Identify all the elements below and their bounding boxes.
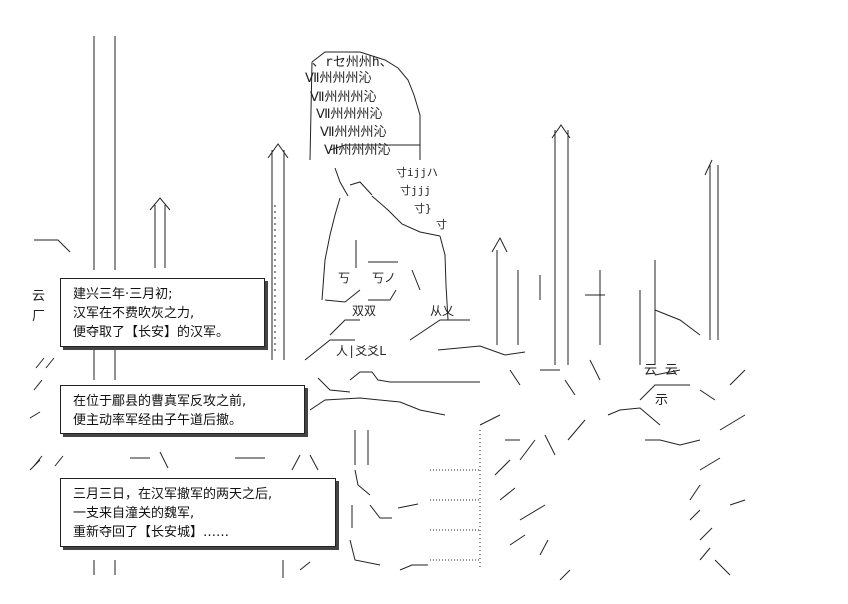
right-sign: 云 云 bbox=[644, 363, 678, 378]
face-text-line: 寸} bbox=[414, 201, 432, 215]
hat-text-line: Ⅶ州州州沁 bbox=[324, 143, 391, 158]
character-face-text: 寸ijjハ 寸jjj 寸} 寸 bbox=[396, 165, 447, 231]
background-columns bbox=[93, 36, 719, 575]
narration-line: 在位于郿县的曹真军反攻之前, bbox=[73, 394, 247, 409]
narration-line: 便夺取了【长安】的汉军。 bbox=[73, 325, 230, 340]
narration-line: 重新夺回了【长安城】…… bbox=[73, 525, 230, 540]
face-text-line: 寸 bbox=[436, 217, 447, 231]
character-eyes-text: 丂 丂ノ 双双 从乂 bbox=[338, 271, 454, 318]
hat-text-line: 、rセ州州h、 bbox=[312, 55, 393, 70]
character-hat-text: 、rセ州州h、 Ⅶ州州州沁 Ⅶ州州州沁 Ⅶ州州州沁 Ⅶ州州州沁 Ⅶ州州州沁 Ⅶ州… bbox=[305, 55, 393, 158]
face-text-line: 寸jjj bbox=[400, 183, 431, 197]
right-sign-text: 云 云 示 bbox=[644, 363, 678, 408]
left-sign: 云 bbox=[32, 289, 45, 304]
eye-text: 双双 bbox=[352, 304, 376, 318]
hat-text-line: Ⅶ州州州沁 bbox=[305, 71, 372, 86]
right-sign: 示 bbox=[655, 393, 668, 408]
eye-text: 从乂 bbox=[430, 304, 454, 318]
character-face bbox=[304, 167, 526, 361]
eye-text: 丂 bbox=[338, 271, 350, 285]
eye-text: 丂ノ bbox=[372, 271, 396, 285]
narration-line: 一支来自潼关的魏军, bbox=[73, 506, 195, 521]
hat-text-line: Ⅶ州州州沁 bbox=[310, 90, 377, 105]
narration-line: 建兴三年·三月初; bbox=[73, 287, 173, 302]
mouth-text: 人|爻爻L bbox=[336, 344, 386, 358]
face-text-line: 寸ijjハ bbox=[396, 165, 438, 179]
narration-line: 便主动率军经由子午道后撤。 bbox=[73, 413, 243, 428]
narration-box: 建兴三年·三月初; 汉军在不费吹灰之力, 便夺取了【长安】的汉军。 bbox=[60, 278, 265, 347]
narration-box: 三月三日，在汉军撤军的两天之后, 一支来自潼关的魏军, 重新夺回了【长安城】…… bbox=[60, 478, 336, 547]
narration-box: 在位于郿县的曹真军反攻之前, 便主动率军经由子午道后撤。 bbox=[60, 385, 305, 434]
left-sign-text: 云 厂 bbox=[32, 289, 45, 324]
left-ground-lines bbox=[29, 239, 319, 578]
character-body bbox=[309, 371, 481, 571]
character-hat bbox=[309, 51, 421, 161]
right-ground-lines bbox=[479, 309, 746, 581]
left-sign: 厂 bbox=[32, 309, 45, 324]
hat-text-line: Ⅶ州州州沁 bbox=[316, 107, 383, 122]
narration-line: 三月三日，在汉军撤军的两天之后, bbox=[73, 487, 273, 502]
character-mouth-text: 人|爻爻L bbox=[336, 344, 386, 358]
narration-line: 汉军在不费吹灰之力, bbox=[73, 306, 195, 321]
hat-text-line: Ⅶ州州州沁 bbox=[320, 125, 387, 140]
